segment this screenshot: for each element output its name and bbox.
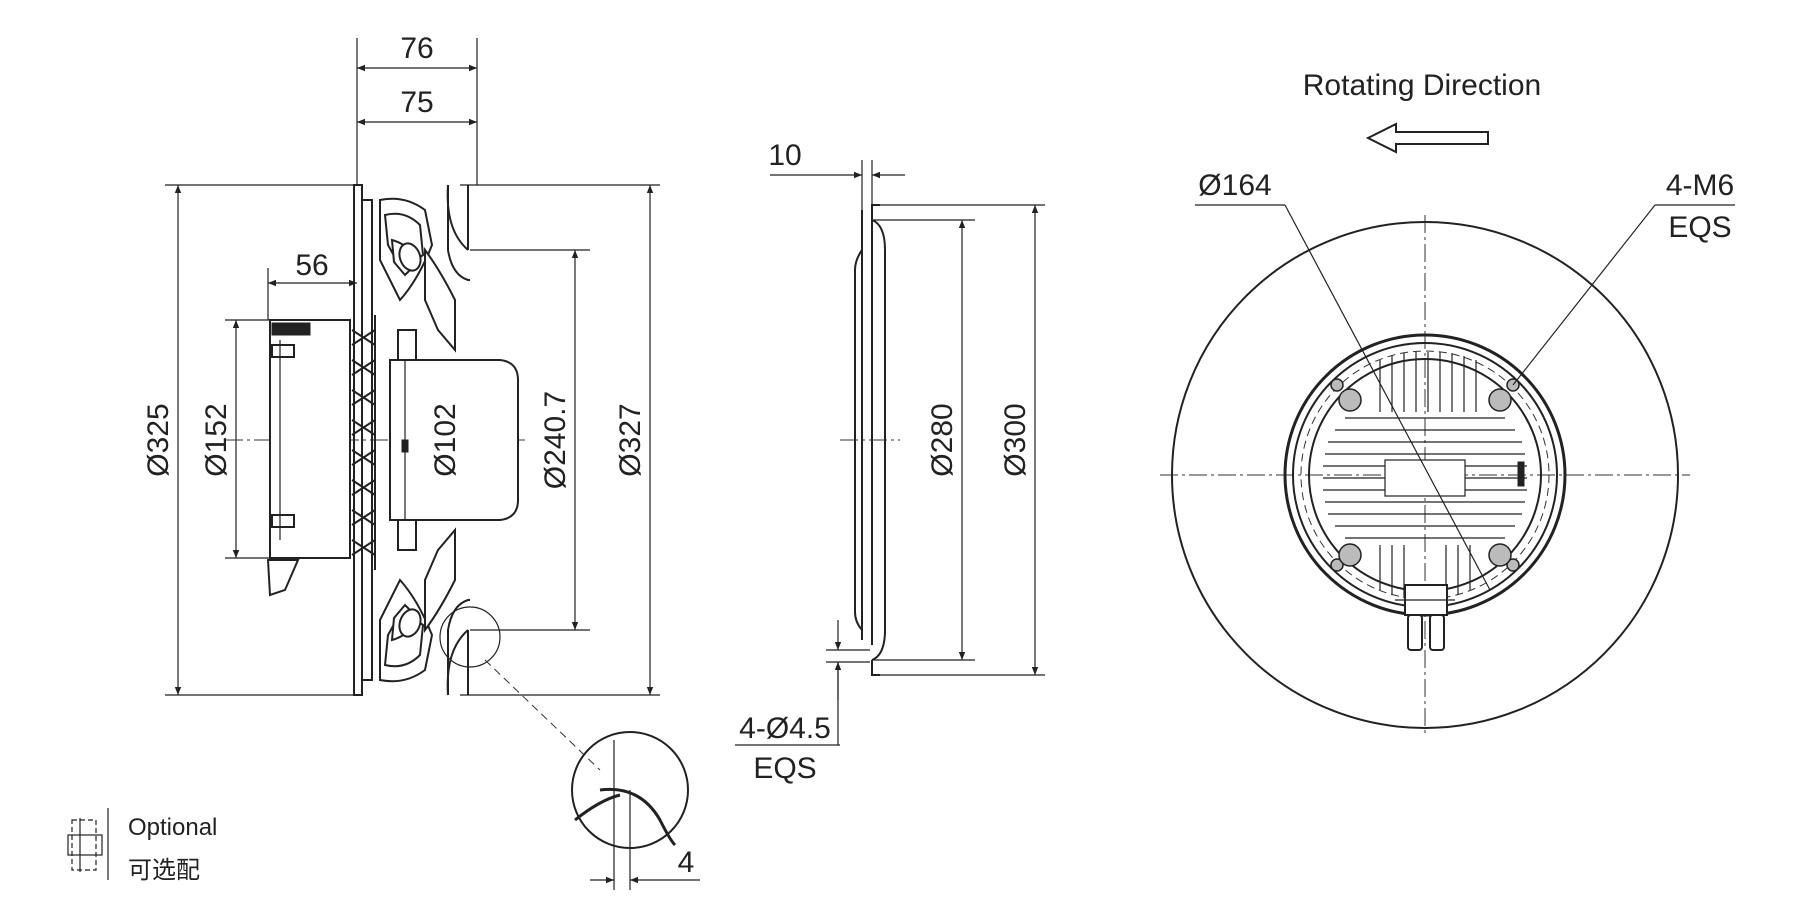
mount-hole-br (1506, 558, 1520, 572)
label-dim-327: Ø327 (614, 403, 647, 476)
label-dim-325: Ø325 (142, 403, 175, 476)
label-dim-102: Ø102 (429, 403, 462, 476)
legend: Optional 可选配 (67, 808, 217, 884)
label-dim-164: Ø164 (1198, 169, 1271, 202)
label-dim-76: 76 (400, 32, 433, 65)
cooling-fins (1323, 352, 1527, 598)
rotation-arrow-icon (1365, 122, 1489, 154)
label-optional-cn: 可选配 (128, 857, 200, 884)
optional-part-icon (67, 808, 109, 880)
label-dim-4: 4 (678, 846, 695, 879)
label-thread-eqs: EQS (1668, 211, 1731, 244)
label-dim-240-7: Ø240.7 (539, 391, 572, 489)
label-dim-300: Ø300 (999, 403, 1032, 476)
detail-view (571, 731, 700, 890)
mount-hole-tl (1330, 378, 1344, 392)
label-optional-en: Optional (128, 814, 217, 841)
label-thread-spec: 4-M6 (1666, 169, 1734, 202)
label-rotating-direction: Rotating Direction (1303, 69, 1541, 102)
label-dim-56: 56 (295, 249, 328, 282)
rear-view: Rotating Direction (1160, 69, 1735, 735)
label-hole-spec: 4-Ø4.5 (739, 712, 831, 745)
fin-edges-right (1517, 461, 1525, 487)
detail-marker (439, 606, 501, 668)
label-dim-75: 75 (400, 86, 433, 119)
motor-fins (351, 315, 376, 570)
side-view: 76 75 56 Ø325 Ø152 Ø102 Ø240.7 Ø327 4 (142, 32, 700, 890)
ring-view: 10 Ø280 Ø300 4-Ø4.5 EQS (735, 139, 1045, 785)
label-dim-10: 10 (768, 139, 801, 172)
label-dim-152: Ø152 (200, 403, 233, 476)
cable-gland (1395, 584, 1455, 651)
label-dim-280: Ø280 (926, 403, 959, 476)
mount-hole-bl (1330, 558, 1344, 572)
label-hole-eqs: EQS (753, 752, 816, 785)
